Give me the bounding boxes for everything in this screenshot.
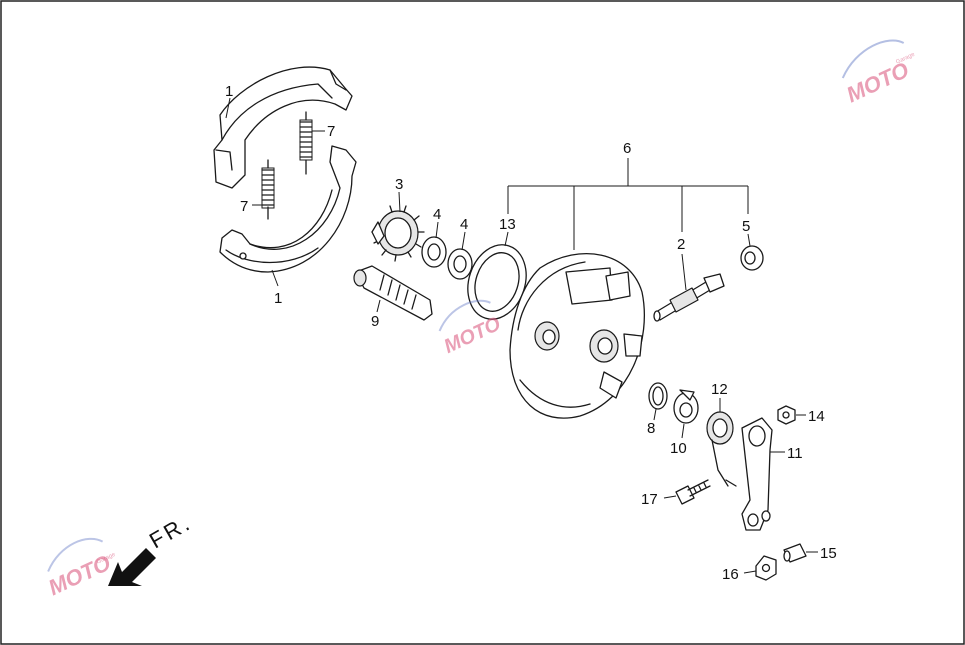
bolt-17 [675, 479, 711, 505]
callout-3: 3 [395, 176, 403, 193]
front-direction-label: FR. [145, 509, 196, 553]
pin-15 [783, 543, 807, 563]
wear-indicator [673, 389, 699, 424]
callout-17: 17 [641, 491, 658, 508]
brake-shoe-upper [213, 66, 353, 189]
oil-seal [467, 244, 527, 320]
callout-9: 9 [371, 313, 379, 330]
return-spring [706, 411, 737, 487]
brake-cam [653, 273, 725, 322]
callout-13: 13 [499, 216, 516, 233]
callout-8: 8 [647, 420, 655, 437]
callout-4-b: 4 [460, 216, 468, 233]
watermark-logo-text-center: MOTO [441, 313, 505, 358]
callout-labels: 1 1 2 3 4 4 5 6 7 7 8 9 10 11 12 13 14 1… [225, 83, 837, 583]
callout-5: 5 [742, 218, 750, 235]
callout-1-upper: 1 [225, 83, 233, 100]
nut-16 [755, 555, 777, 581]
o-ring [648, 382, 668, 410]
washer-b [447, 248, 473, 280]
front-direction-indicator: FR. [108, 509, 196, 586]
watermark-logo-bottom-left: MOTO Garage [44, 537, 117, 600]
spring-left [261, 159, 275, 220]
brake-shoe-lower [219, 145, 357, 273]
callout-10: 10 [670, 440, 687, 457]
spring-right [299, 111, 313, 175]
callout-2: 2 [677, 236, 685, 253]
callout-7-right: 7 [327, 123, 335, 140]
watermark-logo-text: MOTO [843, 57, 913, 107]
speedometer-gear [371, 205, 425, 262]
brake-arm [741, 417, 773, 531]
watermark-logo-subtext: Garage [895, 51, 916, 65]
callout-4-a: 4 [433, 206, 441, 223]
callout-6: 6 [623, 140, 631, 157]
callout-15: 15 [820, 545, 837, 562]
leader-lines [225, 97, 818, 574]
callout-1-lower: 1 [274, 290, 282, 307]
nut-14 [777, 405, 796, 425]
watermark-logo-top-right: MOTO Garage [841, 39, 916, 107]
front-arrow-icon [108, 548, 156, 586]
callout-7-left: 7 [240, 198, 248, 215]
callout-14: 14 [808, 408, 825, 425]
brake-panel [509, 253, 646, 419]
bushing [740, 245, 764, 271]
washer-a [421, 236, 447, 268]
callout-16: 16 [722, 566, 739, 583]
callout-12: 12 [711, 381, 728, 398]
callout-11: 11 [787, 445, 803, 462]
pinion-shaft [353, 265, 433, 321]
